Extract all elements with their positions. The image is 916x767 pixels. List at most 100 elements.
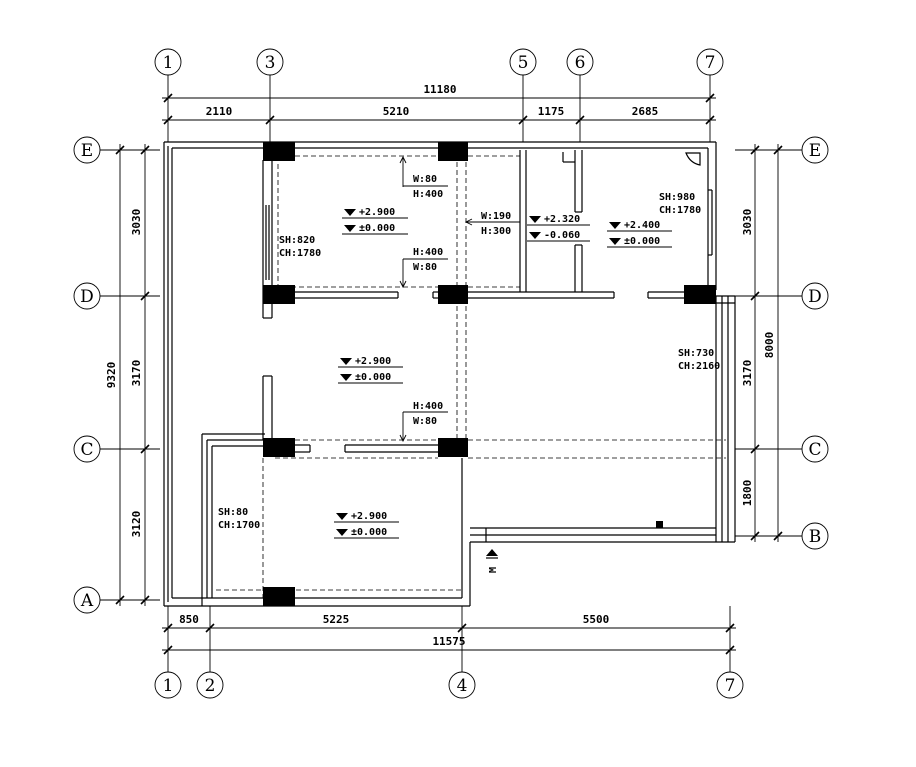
axis-label: 7 [725,676,736,696]
axis-label: D [80,287,94,307]
ceiling-level-label: +2.900 [355,356,391,367]
axis-label: 1 [163,676,174,696]
axis-bubble-left-D: D [73,282,101,310]
beam-width-label: W:80 [413,174,437,185]
column [263,438,295,457]
ceiling-level-label: +2.900 [351,511,387,522]
axis-bubble-bottom-1: 1 [154,671,182,699]
dim-right-seg-1: 3030 [741,209,754,236]
axis-label: C [80,440,93,460]
axis-label: C [808,440,821,460]
ceiling-height-label: CH:2160 [678,361,720,372]
level-marker-room-bottom: +2.900 ±0.000 [334,511,399,539]
axis-bubble-top-5: 5 [509,48,537,76]
ceiling-level-label: +2.400 [624,220,660,231]
axis-label: 6 [575,53,586,73]
sill-height-label: SH:980 [659,192,695,203]
ceiling-height-label: CH:1700 [218,520,260,531]
axis-label: 1 [163,53,174,73]
floor-level-label: ±0.000 [624,236,660,247]
floor-level-label: ±0.000 [355,372,391,383]
level-marker-room-top-right: +2.400 ±0.000 [607,220,672,248]
axis-bubble-top-7: 7 [696,48,724,76]
dim-left-seg-1: 3030 [130,209,143,236]
level-marker-room-middle: +2.900 ±0.000 [338,356,403,384]
entrance-marker: M [486,549,499,573]
column [438,142,468,161]
dimension-ticks [115,93,783,655]
level-triangle-icon [609,238,621,245]
entrance-label: M [488,567,499,573]
column [263,142,295,161]
ceiling-level-label: +2.900 [359,207,395,218]
column [656,521,663,528]
axis-label: E [809,141,821,161]
interior-walls [262,150,713,542]
beam-width-label: W:190 [481,211,511,222]
axis-label: B [809,527,822,547]
sill-height-label: SH:730 [678,348,714,359]
dim-bottom-seg-3: 5500 [583,613,610,626]
dimension-lines [119,97,779,651]
ceiling-level-label: +2.320 [544,214,580,225]
column [438,285,468,304]
exterior-walls [163,141,736,607]
axis-label: 2 [205,676,216,696]
window-annotations: SH:820 CH:1780 SH:980 CH:1780 SH:730 CH:… [218,192,720,531]
dim-right-seg-3: 1800 [741,480,754,507]
dim-bottom-total: 11575 [432,635,465,648]
ceiling-height-label: CH:1780 [659,205,701,216]
beam-height-label: H:400 [413,247,443,258]
level-triangle-icon [529,232,541,239]
beam-width-label: W:80 [413,416,437,427]
column [684,285,716,304]
axis-bubble-top-1: 1 [154,48,182,76]
axis-label: 5 [518,53,529,73]
dim-left-total: 9320 [105,362,118,389]
axis-bubble-right-D: D [801,282,829,310]
dim-left-seg-2: 3170 [130,360,143,387]
axis-bubble-top-3: 3 [256,48,284,76]
ceiling-height-label: CH:1780 [279,248,321,259]
beam-height-label: H:400 [413,401,443,412]
level-marker-room-top-left: +2.900 ±0.000 [342,207,408,235]
column [438,438,468,457]
entrance-arrow-icon [486,549,498,556]
level-triangle-icon [529,216,541,223]
level-marker-room-small: +2.320 -0.060 [527,214,590,242]
dim-top-seg-4: 2685 [632,105,659,118]
floor-level-label: ±0.000 [351,527,387,538]
level-triangle-icon [336,529,348,536]
axis-bubble-right-C: C [801,435,829,463]
dim-top-seg-2: 5210 [383,105,410,118]
column [263,285,295,304]
level-triangle-icon [344,209,356,216]
dim-top-total: 11180 [423,83,456,96]
level-triangle-icon [336,513,348,520]
axis-bubble-bottom-2: 2 [196,671,224,699]
axis-bubble-bottom-7: 7 [716,671,744,699]
axis-label: E [81,141,93,161]
level-triangle-icon [340,358,352,365]
structural-columns [263,142,716,606]
dim-right-total: 8000 [763,332,776,359]
dim-bottom-seg-2: 5225 [323,613,350,626]
axis-bubble-left-A: A [73,586,101,614]
beam-width-label: W:80 [413,262,437,273]
axis-label: 4 [457,676,468,696]
column [263,587,295,606]
level-triangle-icon [609,222,621,229]
sill-height-label: SH:80 [218,507,248,518]
axis-bubble-left-C: C [73,435,101,463]
axis-bubble-left-E: E [73,136,101,164]
dim-bottom-seg-1: 850 [179,613,199,626]
beam-annotations: W:80 H:400 H:400 W:80 H:400 W:80 W:190 H… [413,174,511,427]
dim-right-seg-2: 3170 [741,360,754,387]
level-triangle-icon [344,225,356,232]
axis-leaders [100,75,802,672]
axis-label: 3 [265,53,276,73]
axis-bubble-bottom-4: 4 [448,671,476,699]
axis-bubble-top-6: 6 [566,48,594,76]
axis-label: 7 [705,53,716,73]
